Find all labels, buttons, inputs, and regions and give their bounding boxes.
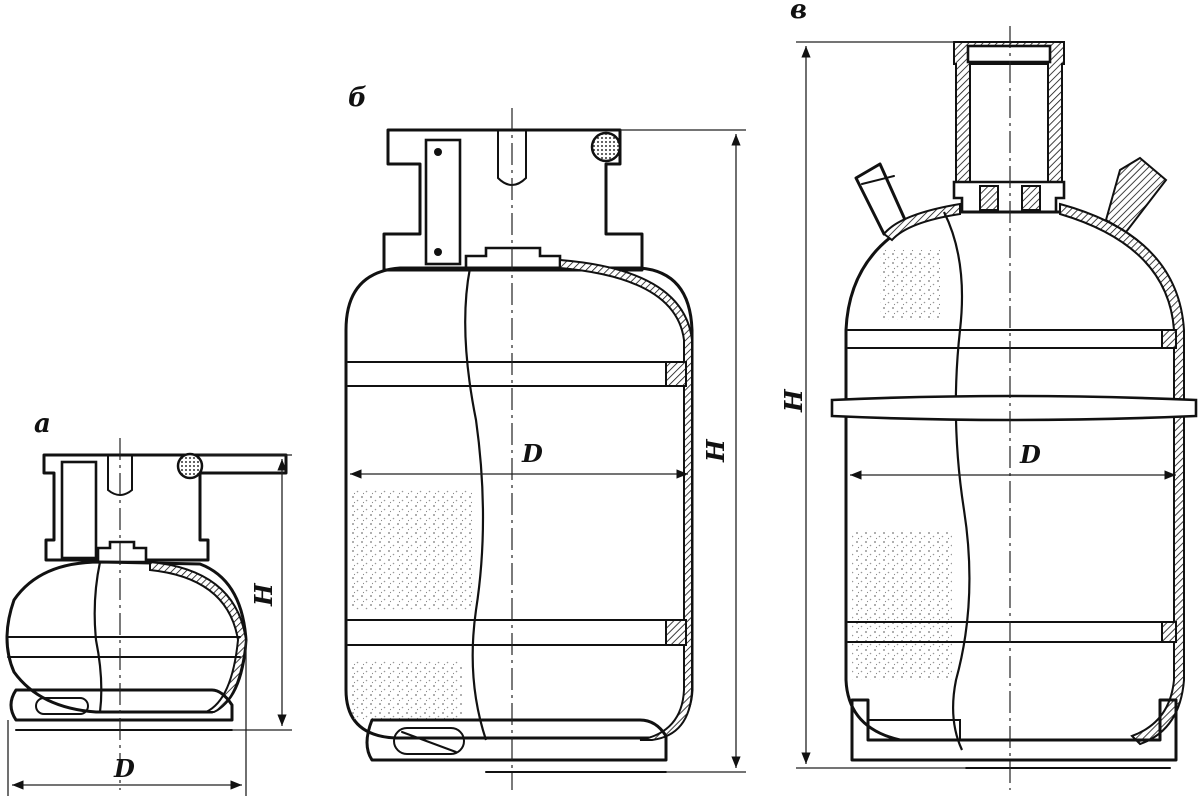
foot-ring-a [9, 688, 234, 722]
dim-label-height-b: H [701, 438, 730, 463]
foot-ring-b [365, 718, 668, 762]
cylinder-v: в D [779, 0, 1198, 790]
collar-handle-a [60, 460, 98, 560]
dim-label-diameter-a: D [113, 754, 135, 783]
valve-wheel-a [176, 452, 204, 480]
body-wall-b [559, 258, 693, 741]
foot-slot-b-hatch [401, 731, 457, 753]
dim-label-diameter-b: D [521, 439, 543, 468]
cylinder-b: б D H [344, 83, 746, 790]
corrosion-texture-b-2 [352, 660, 462, 720]
panel-letter-v: в [790, 0, 807, 25]
dim-label-height-a: H [249, 582, 278, 607]
foot-slot-a [35, 697, 89, 715]
ring-section-v-2 [1161, 621, 1177, 643]
rivet-b-2 [434, 248, 442, 256]
panel-letter-b: б [348, 83, 367, 113]
cut-edge-b [464, 267, 488, 741]
corrosion-texture-v [852, 530, 952, 680]
ring-section-b-1 [665, 361, 687, 387]
foot-slot-b [393, 727, 465, 755]
pipe-right-v [1104, 156, 1168, 234]
body-outline-a [5, 560, 248, 714]
corrosion-texture-b [352, 490, 472, 610]
valve-fitting-a [96, 540, 148, 564]
collar-handle-b [424, 138, 462, 266]
neck-cap-v [953, 41, 1065, 183]
rivet-b-1 [434, 148, 442, 156]
ring-section-v-1 [1161, 329, 1177, 349]
body-outline-b [344, 266, 694, 740]
valve-section-v-1 [979, 185, 999, 211]
body-wall-a [149, 560, 248, 713]
cut-edge-v [943, 211, 971, 751]
dim-label-diameter-v: D [1019, 440, 1041, 469]
dim-label-height-v: H [779, 388, 808, 413]
valve-wheel-b [590, 131, 622, 163]
ring-section-b-2 [665, 619, 687, 646]
neck-plug-v [966, 44, 1052, 64]
valve-base-v [952, 180, 1066, 214]
corrosion-texture-v-2 [880, 250, 940, 320]
body-wall-v [1059, 202, 1185, 746]
collar-b [382, 128, 644, 272]
cut-edge-a [93, 561, 103, 713]
panel-letter-a: а [34, 409, 51, 439]
pipe-left-v-edge [861, 175, 895, 185]
valve-section-v-2 [1021, 185, 1041, 211]
shoulder-wall-v [882, 202, 961, 242]
foot-slot-v [867, 719, 961, 741]
cylinder-a: а H D [5, 409, 292, 796]
break-band-v [830, 394, 1198, 422]
foot-ring-v [850, 698, 1178, 762]
